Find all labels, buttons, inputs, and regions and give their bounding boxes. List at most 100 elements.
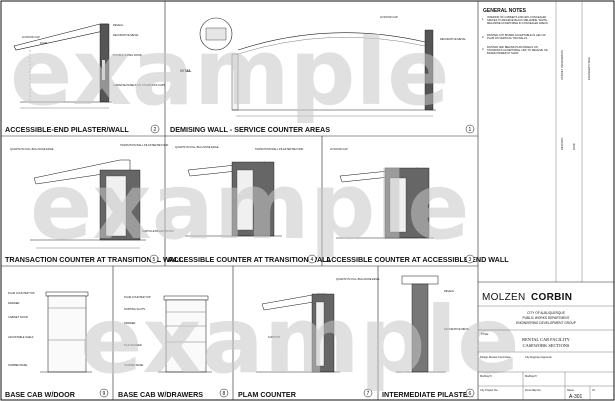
callout-hi-wood-cap: HI WOOD CAP bbox=[330, 147, 348, 151]
footer-label: Zone Map No. bbox=[525, 388, 542, 392]
drawing-title: ACCESSIBLE COUNTER AT TRANSITION WALL bbox=[168, 255, 332, 264]
drawing-number: 1 bbox=[469, 127, 472, 133]
callout-sorting-slots: SORTING SLOTS bbox=[124, 307, 145, 311]
drawing-title: INTERMEDIATE PILASTER bbox=[382, 390, 474, 399]
drawing-number-bubble bbox=[307, 254, 317, 264]
callout-quartz: QUARTZ IN FULL BULLNOSE EDGE bbox=[10, 147, 54, 151]
client-line: CITY OF ALBUQUERQUE bbox=[527, 311, 565, 315]
callout-scribed-base: SCRIBED BASE bbox=[8, 363, 27, 367]
date-label: Mo/Day/Yr bbox=[525, 374, 537, 378]
drawing-accessible-end-pilaster: HI WOOD CAP PLAM REVEAL DECORATIVE METAL… bbox=[13, 23, 165, 109]
drawing-number-bubble bbox=[149, 254, 159, 264]
callout-plam: PLAM bbox=[40, 41, 47, 45]
callout-particle-board: PARTICLE BOARD STUDS bbox=[142, 229, 174, 233]
callout-file-drawer: FILE DRAWER bbox=[124, 343, 142, 347]
callout-plam-counter-top: PLAM COUNTER TOP bbox=[124, 295, 151, 299]
general-note-number: 3. bbox=[482, 47, 484, 51]
drawing-intermediate-pilaster: REVEAL DECORATIVE METAL bbox=[396, 275, 470, 373]
footer-label: City Project No. bbox=[480, 388, 498, 392]
base-cabinet bbox=[105, 175, 127, 237]
drawing-accessible-counter-end: HI WOOD CAP bbox=[330, 147, 434, 239]
callout-reveal: REVEAL bbox=[444, 289, 455, 293]
callout-hi-wood-cap: HI WOOD CAP bbox=[22, 35, 40, 39]
detail-circle bbox=[199, 17, 233, 51]
firm-name-bold: CORBIN bbox=[531, 292, 572, 303]
detail-label: DETAIL bbox=[180, 69, 191, 73]
callout-adjustable-shelf: ADJUSTABLE SHELF bbox=[8, 335, 34, 339]
callout-support: SUPPORT bbox=[268, 335, 281, 339]
watermark-text: example bbox=[80, 287, 519, 394]
callout-drawer: DRAWER bbox=[8, 301, 20, 305]
callout-quartz: QUARTZ IN FULL BULLNOSE EDGE bbox=[175, 145, 219, 149]
drawing-number: 6 bbox=[469, 391, 472, 397]
general-note-text: PAINTED HDF BEHIND PLAM PANELS ON STANDO… bbox=[487, 46, 548, 55]
drawing-number-bubble bbox=[99, 388, 109, 398]
drawing-number: 5 bbox=[153, 257, 156, 263]
drawing-number-bubble bbox=[219, 388, 229, 398]
footer-label: Of bbox=[592, 388, 595, 392]
callout-cabinet-door: CABINET DOOR bbox=[8, 315, 28, 319]
callout-double-swing-door: DOUBLE SWING DOOR bbox=[113, 53, 142, 57]
drawing-number-bubble bbox=[465, 388, 475, 398]
sheet-number: A-301 bbox=[569, 394, 583, 400]
general-note-1: INTERIOR OF CABINETS AND 30% CONCEALED S… bbox=[487, 16, 549, 25]
drawing-number: 2 bbox=[154, 127, 157, 133]
callout-decorative-metal: DECORATIVE METAL bbox=[440, 37, 466, 41]
general-note-2: PAINTED GYP BOARD ACCEPTABLE IN LIEU OF … bbox=[487, 34, 546, 40]
callout-hi-wood-cap: HI WOOD CAP bbox=[380, 15, 398, 19]
general-note-text: PAINTED GYP BOARD ACCEPTABLE IN LIEU OF … bbox=[487, 34, 546, 40]
side-label: REVISION bbox=[560, 137, 564, 150]
callout-decorative-metal: DECORATIVE METAL bbox=[444, 327, 470, 331]
drawing-title: DEMISING WALL - SERVICE COUNTER AREAS bbox=[170, 125, 330, 134]
counter-top-curve bbox=[237, 32, 426, 51]
drawing-accessible-counter-transition: QUARTZ IN FULL BULLNOSE EDGE TRANSITION … bbox=[175, 145, 303, 237]
drawing-transaction-counter: QUARTZ IN FULL BULLNOSE EDGE TRANSITION … bbox=[10, 143, 174, 249]
drawing-number: 4 bbox=[311, 257, 314, 263]
client-line: PUBLIC WORKS DEPARTMENT bbox=[523, 316, 570, 320]
counter-top bbox=[33, 159, 131, 185]
firm-name: MOLZEN bbox=[482, 292, 525, 303]
drawing-title: ACCESSIBLE COUNTER AT ACCESSIBLE-END WAL… bbox=[326, 255, 509, 264]
side-label: ENGINEER'S SEAL bbox=[587, 56, 591, 80]
callout-decorative-metal: DECORATIVE METAL bbox=[113, 33, 139, 37]
drawing-number: 8 bbox=[223, 391, 226, 397]
counter-top-curve bbox=[237, 37, 426, 55]
client-line: ENGINEERING DEVELOPMENT GROUP bbox=[516, 321, 576, 325]
approval-label: Design Review Committee bbox=[480, 355, 511, 359]
general-note-text: INTERIOR OF CABINETS AND 30% CONCEALED S… bbox=[487, 16, 549, 25]
project-title: RENTAL CAR FACILITY bbox=[522, 337, 571, 342]
callout-quartz: QUARTZ IN FULL BULLNOSE EDGE bbox=[336, 277, 380, 281]
callout-drawer: DRAWER bbox=[124, 321, 136, 325]
drawing-title: BASE CAB W/DOOR bbox=[5, 390, 76, 399]
watermark-text: example bbox=[30, 153, 469, 260]
drawing-title: PLAM COUNTER bbox=[238, 390, 297, 399]
approval-label: City Engineer Approval bbox=[525, 355, 552, 359]
drawing-number-bubble bbox=[465, 124, 475, 134]
callout-transition-wall: TRANSITION WALL PILASTER BEYOND bbox=[120, 143, 168, 147]
drawing-plam-counter: SUPPORT QUARTZ IN FULL BULLNOSE EDGE bbox=[256, 277, 380, 373]
drawing-number-bubble bbox=[363, 388, 373, 398]
drawing-base-cab-drawers: PLAM COUNTER TOP SORTING SLOTS DRAWER FI… bbox=[124, 295, 212, 373]
callout-reveal: REVEAL bbox=[113, 23, 124, 27]
titleblock: GENERAL NOTES 1. INTERIOR OF CABINETS AN… bbox=[478, 1, 614, 400]
drawing-base-cab-door: PLAM COUNTER TOP DRAWER CABINET DOOR ADJ… bbox=[8, 291, 92, 373]
general-note-number: 2. bbox=[482, 35, 484, 39]
support-panel bbox=[315, 301, 325, 367]
cabinet-body bbox=[47, 295, 87, 373]
date-label: Mo/Day/Yr bbox=[480, 374, 492, 378]
side-label: DATE bbox=[572, 143, 576, 150]
detail-section bbox=[205, 27, 227, 41]
drawing-number: 9 bbox=[103, 391, 106, 397]
drawing-number: 7 bbox=[367, 391, 370, 397]
base-cabinet bbox=[389, 177, 407, 233]
drawing-title: BASE CAB W/DRAWERS bbox=[118, 390, 203, 399]
drawing-number-bubble bbox=[465, 254, 475, 264]
callout-scribed-base: SCRIBED BASE bbox=[124, 363, 143, 367]
callout-plam-counter-top: PLAM COUNTER TOP bbox=[8, 291, 35, 295]
project-title: CASEWORK SECTIONS bbox=[523, 343, 570, 348]
callout-laminate-panels: LAMINATE PANELS ON STANDOFFS CAPS bbox=[113, 83, 165, 87]
general-notes-heading: GENERAL NOTES bbox=[483, 8, 527, 14]
side-label: AS BUILT INFORMATION bbox=[560, 50, 564, 80]
